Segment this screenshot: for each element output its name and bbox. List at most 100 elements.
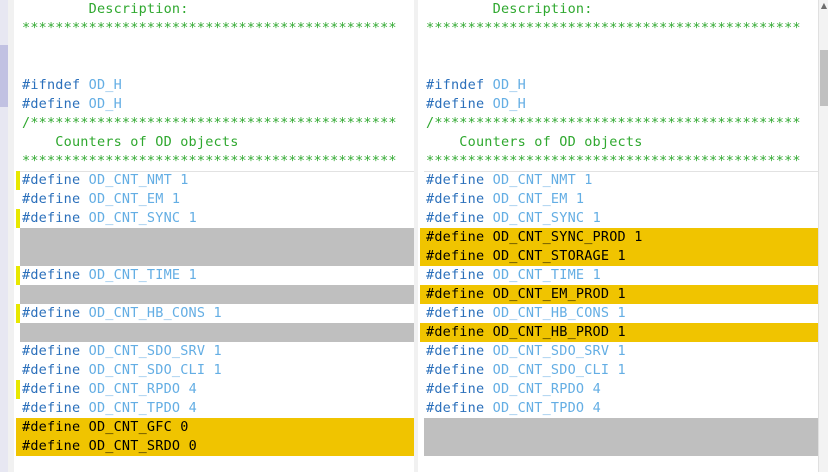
- preprocessor-keyword: #define: [22, 210, 81, 226]
- right-code-line[interactable]: #define OD_CNT_NMT 1: [424, 171, 818, 190]
- macro-identifier: OD_CNT_EM_PROD: [492, 286, 610, 302]
- macro-value: 1: [575, 191, 585, 207]
- right-code-line[interactable]: #define OD_CNT_SDO_SRV 1: [424, 342, 818, 361]
- right-blank-line: [424, 38, 818, 57]
- macro-identifier: OD_CNT_EM: [88, 191, 164, 207]
- preprocessor-keyword: #define: [426, 96, 485, 112]
- left-code-line[interactable]: #define OD_CNT_TIME 1: [20, 266, 414, 285]
- left-code-area[interactable]: Description: ****************************…: [20, 0, 414, 472]
- left-change-marker[interactable]: [16, 304, 20, 323]
- left-code-line[interactable]: #define OD_CNT_TPDO 4: [20, 399, 414, 418]
- macro-value: 1: [617, 362, 626, 378]
- right-change-marker[interactable]: [420, 323, 424, 342]
- left-overview-scrollbar-thumb[interactable]: [0, 45, 8, 107]
- preprocessor-keyword: #define: [426, 400, 485, 416]
- left-change-marker-gutter[interactable]: [14, 0, 20, 472]
- macro-value: 4: [592, 381, 601, 397]
- right-code-line[interactable]: #define OD_CNT_TPDO 4: [424, 399, 818, 418]
- original-file-pane[interactable]: Description: ****************************…: [14, 0, 414, 472]
- left-code-line[interactable]: #define OD_H: [20, 95, 414, 114]
- macro-identifier: OD_CNT_STORAGE: [492, 248, 610, 264]
- left-change-marker[interactable]: [16, 380, 20, 399]
- right-code-line[interactable]: #define OD_CNT_STORAGE 1: [424, 247, 818, 266]
- left-comment-line[interactable]: /***************************************…: [22, 115, 397, 131]
- left-change-marker[interactable]: [16, 209, 20, 228]
- right-code-line[interactable]: #define OD_CNT_HB_PROD 1: [424, 323, 818, 342]
- right-change-marker[interactable]: [420, 285, 424, 304]
- left-change-marker[interactable]: [16, 437, 20, 456]
- right-comment-line[interactable]: ****************************************…: [426, 20, 801, 36]
- preprocessor-keyword: #ifndef: [22, 77, 81, 93]
- preprocessor-keyword: #define: [22, 96, 81, 112]
- macro-value: 1: [617, 324, 626, 340]
- preprocessor-keyword: #define: [426, 191, 485, 207]
- right-code-line[interactable]: #define OD_CNT_SDO_CLI 1: [424, 361, 818, 380]
- left-code-line[interactable]: #define OD_CNT_SDO_SRV 1: [20, 342, 414, 361]
- left-code-line[interactable]: #define OD_CNT_SDO_CLI 1: [20, 361, 414, 380]
- macro-value: 1: [634, 229, 643, 245]
- macro-identifier: OD_CNT_RPDO: [88, 381, 181, 397]
- macro-identifier: OD_CNT_RPDO: [492, 381, 585, 397]
- pane-divider[interactable]: [414, 0, 418, 472]
- left-filler-line: [20, 285, 414, 304]
- preprocessor-keyword: #define: [426, 286, 485, 302]
- left-change-marker[interactable]: [16, 418, 20, 437]
- right-code-area[interactable]: Description: ****************************…: [424, 0, 818, 472]
- left-change-marker[interactable]: [16, 266, 20, 285]
- macro-identifier: OD_H: [88, 77, 122, 93]
- right-blank-line: [424, 456, 818, 472]
- right-code-line[interactable]: #define OD_CNT_HB_CONS 1: [424, 304, 818, 323]
- macro-value: 1: [188, 210, 197, 226]
- scroll-up-arrow-icon[interactable]: ▲: [820, 1, 828, 10]
- macro-identifier: OD_CNT_TIME: [88, 267, 181, 283]
- right-code-line[interactable]: #define OD_H: [424, 95, 818, 114]
- left-code-line[interactable]: #define OD_CNT_SYNC 1: [20, 209, 414, 228]
- macro-identifier: OD_CNT_SYNC_PROD: [492, 229, 626, 245]
- preprocessor-keyword: #define: [426, 362, 485, 378]
- right-comment-line[interactable]: /***************************************…: [426, 115, 801, 131]
- macro-value: 1: [617, 305, 626, 321]
- vertical-scrollbar-thumb[interactable]: [820, 50, 828, 106]
- vertical-scrollbar[interactable]: ▲: [818, 0, 828, 472]
- macro-identifier: OD_CNT_HB_CONS: [492, 305, 610, 321]
- preprocessor-keyword: #define: [426, 267, 485, 283]
- right-change-marker[interactable]: [420, 247, 424, 266]
- right-section-separator: [424, 171, 818, 172]
- left-comment-line[interactable]: Description:: [22, 1, 189, 17]
- left-code-line[interactable]: #define OD_CNT_EM 1: [20, 190, 414, 209]
- macro-value: 1: [213, 305, 222, 321]
- right-comment-line[interactable]: Description:: [426, 1, 593, 17]
- macro-value: 0: [180, 419, 189, 435]
- left-comment-line[interactable]: ****************************************…: [22, 20, 397, 36]
- left-code-line[interactable]: #ifndef OD_H: [20, 76, 414, 95]
- left-change-marker[interactable]: [16, 171, 20, 190]
- right-code-line[interactable]: #define OD_CNT_TIME 1: [424, 266, 818, 285]
- left-code-line[interactable]: #define OD_CNT_NMT 1: [20, 171, 414, 190]
- macro-value: 1: [584, 172, 593, 188]
- left-code-line[interactable]: #define OD_CNT_SRDO 0: [20, 437, 414, 456]
- left-comment-line[interactable]: Counters of OD objects: [22, 134, 239, 150]
- right-comment-line[interactable]: ****************************************…: [426, 153, 801, 169]
- right-code-line[interactable]: #define OD_CNT_EM_PROD 1: [424, 285, 818, 304]
- preprocessor-keyword: #define: [22, 305, 81, 321]
- right-code-line[interactable]: #define OD_CNT_EM 1: [424, 190, 818, 209]
- left-overview-scrollbar[interactable]: [0, 0, 8, 472]
- macro-value: 4: [188, 400, 197, 416]
- right-change-marker-gutter[interactable]: [418, 0, 424, 472]
- right-code-line[interactable]: #define OD_CNT_RPDO 4: [424, 380, 818, 399]
- left-code-line[interactable]: #define OD_CNT_GFC 0: [20, 418, 414, 437]
- modified-file-pane[interactable]: Description: ****************************…: [418, 0, 818, 472]
- right-code-line[interactable]: #define OD_CNT_SYNC 1: [424, 209, 818, 228]
- macro-identifier: OD_CNT_TPDO: [492, 400, 585, 416]
- right-code-line[interactable]: #ifndef OD_H: [424, 76, 818, 95]
- right-comment-line[interactable]: Counters of OD objects: [426, 134, 643, 150]
- left-blank-line: [20, 456, 414, 472]
- left-code-line[interactable]: #define OD_CNT_HB_CONS 1: [20, 304, 414, 323]
- right-change-marker[interactable]: [420, 228, 424, 247]
- preprocessor-keyword: #define: [22, 267, 81, 283]
- preprocessor-keyword: #define: [22, 419, 81, 435]
- right-code-line[interactable]: #define OD_CNT_SYNC_PROD 1: [424, 228, 818, 247]
- left-comment-line[interactable]: ****************************************…: [22, 153, 397, 169]
- left-code-line[interactable]: #define OD_CNT_RPDO 4: [20, 380, 414, 399]
